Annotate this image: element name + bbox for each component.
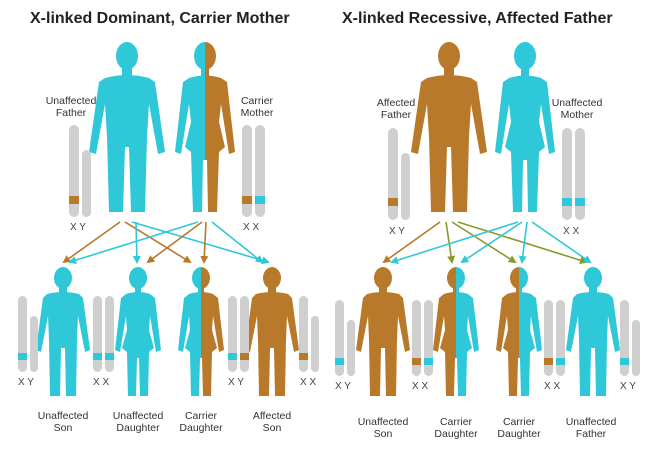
right-child-2-xy: X X — [412, 381, 429, 392]
right-child-3-label: Carrier Daughter — [497, 416, 541, 440]
left-panel — [18, 42, 319, 396]
right-child-4-figure — [566, 267, 620, 396]
left-title: X-linked Dominant, Carrier Mother — [30, 10, 290, 27]
right-title: X-linked Recessive, Affected Father — [342, 10, 613, 27]
left-father-figure — [89, 42, 165, 212]
right-mother-label: Unaffected Mother — [551, 97, 603, 121]
right-child-1-xy: X Y — [335, 381, 351, 392]
left-child-1-xy: X Y — [18, 377, 34, 388]
left-child-3-xy: X Y — [228, 377, 244, 388]
left-child-4-xy: X X — [300, 377, 317, 388]
left-child-2-label: Unaffected Daughter — [112, 410, 164, 434]
right-father-xy: X Y — [389, 226, 405, 237]
right-child-4-label: Unaffected Father — [565, 416, 617, 440]
right-child-4-xy: X Y — [620, 381, 636, 392]
left-child-4-chromosomes — [299, 296, 319, 372]
left-child-3-label: Carrier Daughter — [179, 410, 223, 434]
left-father-xy: X Y — [70, 222, 86, 233]
right-inheritance-arrows — [382, 221, 592, 265]
right-father-figure — [411, 42, 487, 212]
left-child-4-figure — [245, 267, 299, 396]
right-child-1-figure — [356, 267, 410, 396]
left-child-2-figure — [115, 267, 161, 396]
right-mother-xy: X X — [563, 226, 580, 237]
left-child-3-figure — [178, 267, 224, 396]
right-panel — [335, 42, 640, 396]
left-father-label: Unaffected Father — [45, 95, 97, 119]
right-child-2-chromosomes — [412, 300, 433, 376]
left-child-4-label: Affected Son — [252, 410, 292, 434]
left-father-chromosomes — [69, 125, 91, 217]
left-child-2-xy: X X — [93, 377, 110, 388]
left-child-2-chromosomes — [93, 296, 114, 372]
right-child-3-figure — [496, 267, 542, 396]
left-child-1-label: Unaffected Son — [37, 410, 89, 434]
left-mother-label: Carrier Mother — [240, 95, 274, 119]
right-father-chromosomes — [388, 128, 410, 220]
right-father-label: Affected Father — [376, 97, 416, 121]
left-mother-chromosomes — [242, 125, 265, 217]
right-child-2-label: Carrier Daughter — [434, 416, 478, 440]
right-child-3-xy: X X — [544, 381, 561, 392]
right-mother-figure — [495, 42, 555, 212]
right-mother-chromosomes — [562, 128, 585, 220]
right-child-1-label: Unaffected Son — [357, 416, 409, 440]
left-child-1-chromosomes — [18, 296, 38, 372]
right-child-3-chromosomes — [544, 300, 565, 376]
right-child-2-figure — [433, 267, 479, 396]
left-mother-xy: X X — [243, 222, 260, 233]
right-child-4-chromosomes — [620, 300, 640, 376]
right-child-1-chromosomes — [335, 300, 355, 376]
left-child-3-chromosomes — [228, 296, 249, 372]
left-inheritance-arrows — [62, 221, 270, 265]
left-child-1-figure — [36, 267, 90, 396]
left-mother-figure — [175, 42, 235, 212]
